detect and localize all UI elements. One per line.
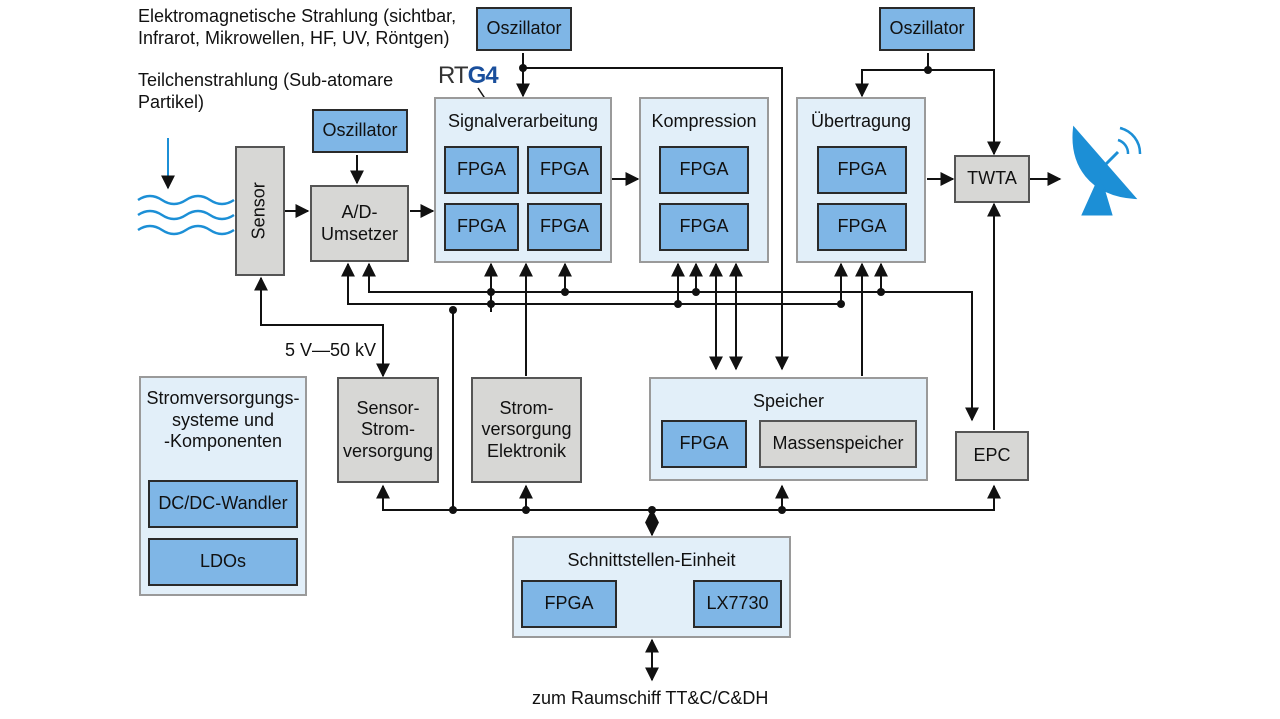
signal-fpga-2: FPGA: [527, 146, 602, 194]
oscillator-right-box: Oszillator: [879, 7, 975, 51]
signal-fpga-3: FPGA: [444, 203, 519, 251]
transmission-fpga-1: FPGA: [817, 146, 907, 194]
mass-storage-box: Massenspeicher: [759, 420, 917, 468]
rtg4-logo: RTG4: [438, 62, 499, 89]
voltage-label: 5 V—50 kV: [285, 340, 377, 360]
transmission-fpga-2: FPGA: [817, 203, 907, 251]
twta-box: TWTA: [954, 155, 1030, 203]
radiation-waves: [137, 194, 235, 236]
dcdc-converter-box: DC/DC-Wandler: [148, 480, 298, 528]
sensor-power-box: Sensor-Strom-versorgung: [337, 377, 439, 483]
em-radiation-label: Elektromagnetische Strahlung (sichtbar,I…: [138, 6, 457, 48]
compression-fpga-1: FPGA: [659, 146, 749, 194]
antenna-icon: [1072, 125, 1142, 216]
signal-fpga-1: FPGA: [444, 146, 519, 194]
oscillator-ad-box: Oszillator: [312, 109, 408, 153]
compression-fpga-2: FPGA: [659, 203, 749, 251]
epc-box: EPC: [955, 431, 1029, 481]
ad-converter-box: A/D-Umsetzer: [310, 185, 409, 262]
memory-fpga: FPGA: [661, 420, 747, 468]
interface-fpga: FPGA: [521, 580, 617, 628]
lx7730-box: LX7730: [693, 580, 782, 628]
ldos-box: LDOs: [148, 538, 298, 586]
sensor-box: Sensor: [235, 146, 285, 276]
spacecraft-label: zum Raumschiff TT&C/C&DH: [532, 688, 769, 708]
oscillator-top-box: Oszillator: [476, 7, 572, 51]
signal-fpga-4: FPGA: [527, 203, 602, 251]
